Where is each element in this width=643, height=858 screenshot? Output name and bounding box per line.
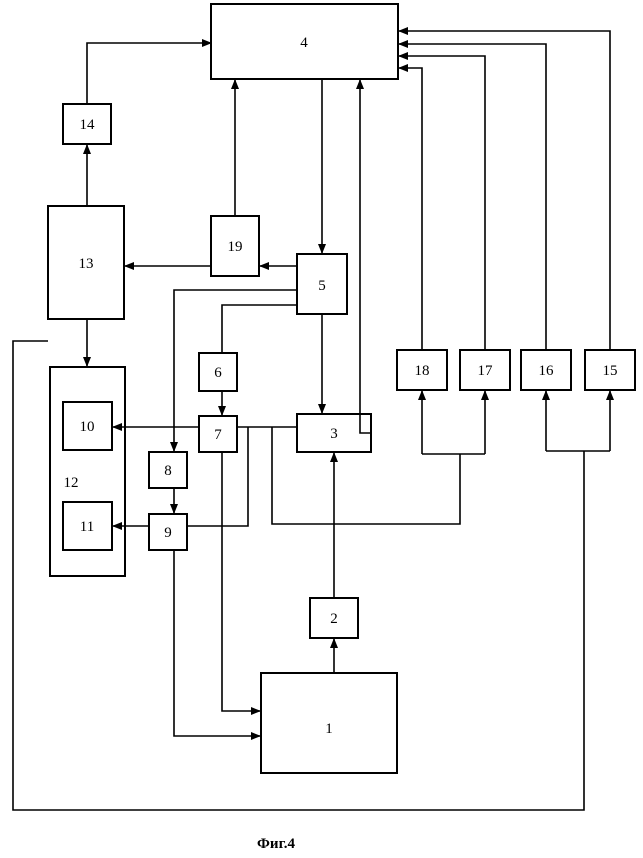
figure-caption: Фиг.4: [257, 836, 295, 852]
block-13: 13: [48, 206, 124, 319]
block-10-label: 10: [80, 419, 95, 435]
wire-14-to-4: [87, 43, 211, 104]
block-8-label: 8: [164, 463, 172, 479]
block-11: 11: [63, 502, 112, 550]
block-13-label: 13: [79, 256, 94, 272]
block-16-label: 16: [539, 363, 555, 379]
block-12-label: 12: [64, 475, 79, 491]
block-4-label: 4: [300, 35, 308, 51]
wire-7-to-1: [222, 452, 260, 711]
block-14-label: 14: [80, 117, 96, 133]
block-14: 14: [63, 104, 111, 144]
block-10: 10: [63, 402, 112, 450]
block-2-label: 2: [330, 611, 338, 627]
block-9-label: 9: [164, 525, 172, 541]
block-6-label: 6: [214, 365, 222, 381]
wire-3-to-4: [360, 80, 371, 433]
wire-15-to-4: [399, 31, 610, 350]
block-6: 6: [199, 353, 237, 391]
block-15: 15: [585, 350, 635, 390]
block-7-label: 7: [214, 427, 222, 443]
block-2: 2: [310, 598, 358, 638]
block-3-label: 3: [330, 426, 338, 442]
block-8: 8: [149, 452, 187, 488]
wire-18-to-4: [399, 68, 422, 350]
wire-9-to-1: [174, 550, 260, 736]
block-5: 5: [297, 254, 347, 314]
block-1: 1: [261, 673, 397, 773]
block-15-label: 15: [603, 363, 618, 379]
block-16: 16: [521, 350, 571, 390]
block-9: 9: [149, 514, 187, 550]
block-18-label: 18: [415, 363, 430, 379]
block-17-label: 17: [478, 363, 494, 379]
block-11-label: 11: [80, 519, 94, 535]
block-4: 4: [211, 4, 398, 79]
block-17: 17: [460, 350, 510, 390]
block-19-label: 19: [228, 239, 243, 255]
block-7: 7: [199, 416, 237, 452]
wire-17-to-4: [399, 56, 485, 350]
block-1-label: 1: [325, 721, 333, 737]
wire-16-to-4: [399, 44, 546, 350]
block-18: 18: [397, 350, 447, 390]
wire-5-to-6: [222, 305, 297, 353]
block-5-label: 5: [318, 278, 326, 294]
block-19: 19: [211, 216, 259, 276]
